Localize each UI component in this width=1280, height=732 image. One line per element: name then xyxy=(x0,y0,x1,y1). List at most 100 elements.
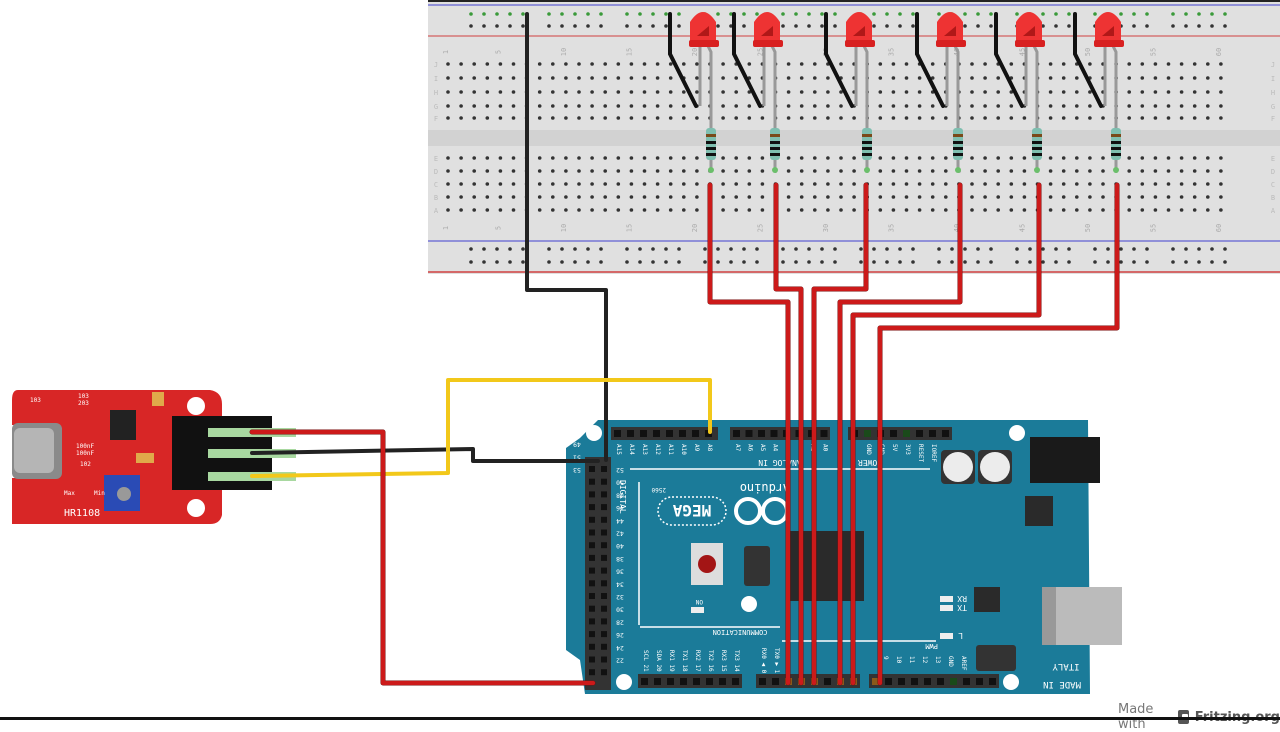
breadboard-hole[interactable] xyxy=(813,90,817,94)
breadboard-hole[interactable] xyxy=(590,62,594,66)
breadboard-hole[interactable] xyxy=(616,90,621,94)
rail-hole[interactable] xyxy=(1210,24,1214,28)
breadboard-hole[interactable] xyxy=(891,195,896,199)
breadboard-hole[interactable] xyxy=(904,76,909,80)
breadboard-hole[interactable] xyxy=(629,104,634,108)
breadboard-hole[interactable] xyxy=(852,156,856,160)
breadboard-hole[interactable] xyxy=(1206,90,1210,94)
breadboard-hole[interactable] xyxy=(1166,76,1171,80)
breadboard-hole[interactable] xyxy=(813,156,817,160)
header-pin[interactable] xyxy=(680,678,687,685)
breadboard-hole[interactable] xyxy=(799,76,804,80)
rail-hole[interactable] xyxy=(1171,12,1175,16)
rail-hole[interactable] xyxy=(937,260,941,264)
breadboard-hole[interactable] xyxy=(1166,182,1171,186)
breadboard-hole[interactable] xyxy=(970,104,974,108)
rail-hole[interactable] xyxy=(729,260,733,264)
breadboard-hole[interactable] xyxy=(1179,104,1184,108)
breadboard-hole[interactable] xyxy=(537,62,542,66)
breadboard-hole[interactable] xyxy=(983,208,987,212)
rail-hole[interactable] xyxy=(677,247,681,251)
reset-button-cap[interactable] xyxy=(698,555,716,573)
breadboard-hole[interactable] xyxy=(839,208,843,212)
breadboard-hole[interactable] xyxy=(511,62,516,66)
breadboard-hole[interactable] xyxy=(590,208,594,212)
breadboard-hole[interactable] xyxy=(917,208,922,212)
header-pin[interactable] xyxy=(653,430,660,437)
breadboard-hole[interactable] xyxy=(721,156,725,160)
rail-hole[interactable] xyxy=(1132,24,1136,28)
breadboard-hole[interactable] xyxy=(642,116,647,120)
rail-hole[interactable] xyxy=(651,247,655,251)
breadboard-hole[interactable] xyxy=(878,62,883,66)
breadboard-hole[interactable] xyxy=(996,169,1000,173)
rail-hole[interactable] xyxy=(625,260,629,264)
breadboard-hole[interactable] xyxy=(747,156,752,160)
breadboard-hole[interactable] xyxy=(603,182,607,186)
breadboard-hole[interactable] xyxy=(1088,62,1092,66)
breadboard-hole[interactable] xyxy=(485,156,490,160)
rail-hole[interactable] xyxy=(508,260,512,264)
rail-hole[interactable] xyxy=(989,260,993,264)
breadboard-hole[interactable] xyxy=(878,182,883,186)
breadboard-hole[interactable] xyxy=(1061,62,1066,66)
breadboard-hole[interactable] xyxy=(590,90,594,94)
breadboard-hole[interactable] xyxy=(1166,90,1171,94)
rail-hole[interactable] xyxy=(820,12,824,16)
breadboard-hole[interactable] xyxy=(826,116,830,120)
rail-hole[interactable] xyxy=(1093,260,1097,264)
breadboard-hole[interactable] xyxy=(1101,208,1105,212)
breadboard-hole[interactable] xyxy=(446,90,450,94)
breadboard-hole[interactable] xyxy=(1127,169,1131,173)
breadboard-hole[interactable] xyxy=(786,76,791,80)
rail-hole[interactable] xyxy=(1119,12,1123,16)
breadboard-hole[interactable] xyxy=(930,169,935,173)
breadboard-hole[interactable] xyxy=(498,195,503,199)
header-pin[interactable] xyxy=(589,542,595,549)
breadboard-hole[interactable] xyxy=(511,90,516,94)
rail-hole[interactable] xyxy=(885,24,889,28)
led-4[interactable] xyxy=(937,12,963,44)
breadboard-hole[interactable] xyxy=(577,195,581,199)
rail-hole[interactable] xyxy=(898,12,902,16)
breadboard-hole[interactable] xyxy=(930,195,935,199)
breadboard-hole[interactable] xyxy=(695,116,699,120)
breadboard-hole[interactable] xyxy=(1206,195,1210,199)
breadboard-hole[interactable] xyxy=(564,156,568,160)
rail-hole[interactable] xyxy=(482,260,486,264)
breadboard-hole[interactable] xyxy=(813,195,817,199)
breadboard-hole[interactable] xyxy=(603,156,607,160)
breadboard-hole[interactable] xyxy=(472,76,477,80)
breadboard-hole[interactable] xyxy=(891,156,896,160)
wire-sensor-gnd[interactable] xyxy=(250,447,600,463)
breadboard-hole[interactable] xyxy=(1075,76,1079,80)
breadboard-hole[interactable] xyxy=(564,62,568,66)
breadboard-hole[interactable] xyxy=(904,90,909,94)
header-pin[interactable] xyxy=(601,618,607,625)
header-pin[interactable] xyxy=(772,678,779,685)
rail-hole[interactable] xyxy=(469,247,473,251)
breadboard-hole[interactable] xyxy=(682,116,686,120)
breadboard-hole[interactable] xyxy=(1140,104,1145,108)
breadboard-hole[interactable] xyxy=(970,156,974,160)
breadboard-hole[interactable] xyxy=(1206,156,1210,160)
breadboard-hole[interactable] xyxy=(826,182,830,186)
rail-hole[interactable] xyxy=(781,12,785,16)
breadboard-hole[interactable] xyxy=(551,62,555,66)
breadboard-hole[interactable] xyxy=(1009,182,1014,186)
rail-hole[interactable] xyxy=(508,24,512,28)
breadboard-hole[interactable] xyxy=(1166,116,1171,120)
rail-hole[interactable] xyxy=(963,260,967,264)
breadboard-hole[interactable] xyxy=(577,169,581,173)
breadboard-hole[interactable] xyxy=(839,156,843,160)
breadboard-hole[interactable] xyxy=(642,62,647,66)
breadboard-hole[interactable] xyxy=(1153,76,1158,80)
breadboard-hole[interactable] xyxy=(734,156,738,160)
breadboard-hole[interactable] xyxy=(1179,116,1184,120)
breadboard-hole[interactable] xyxy=(1048,182,1053,186)
rail-hole[interactable] xyxy=(664,24,668,28)
breadboard-hole[interactable] xyxy=(1140,90,1145,94)
breadboard-hole[interactable] xyxy=(944,156,948,160)
breadboard-hole[interactable] xyxy=(1206,116,1210,120)
breadboard-hole[interactable] xyxy=(747,169,752,173)
